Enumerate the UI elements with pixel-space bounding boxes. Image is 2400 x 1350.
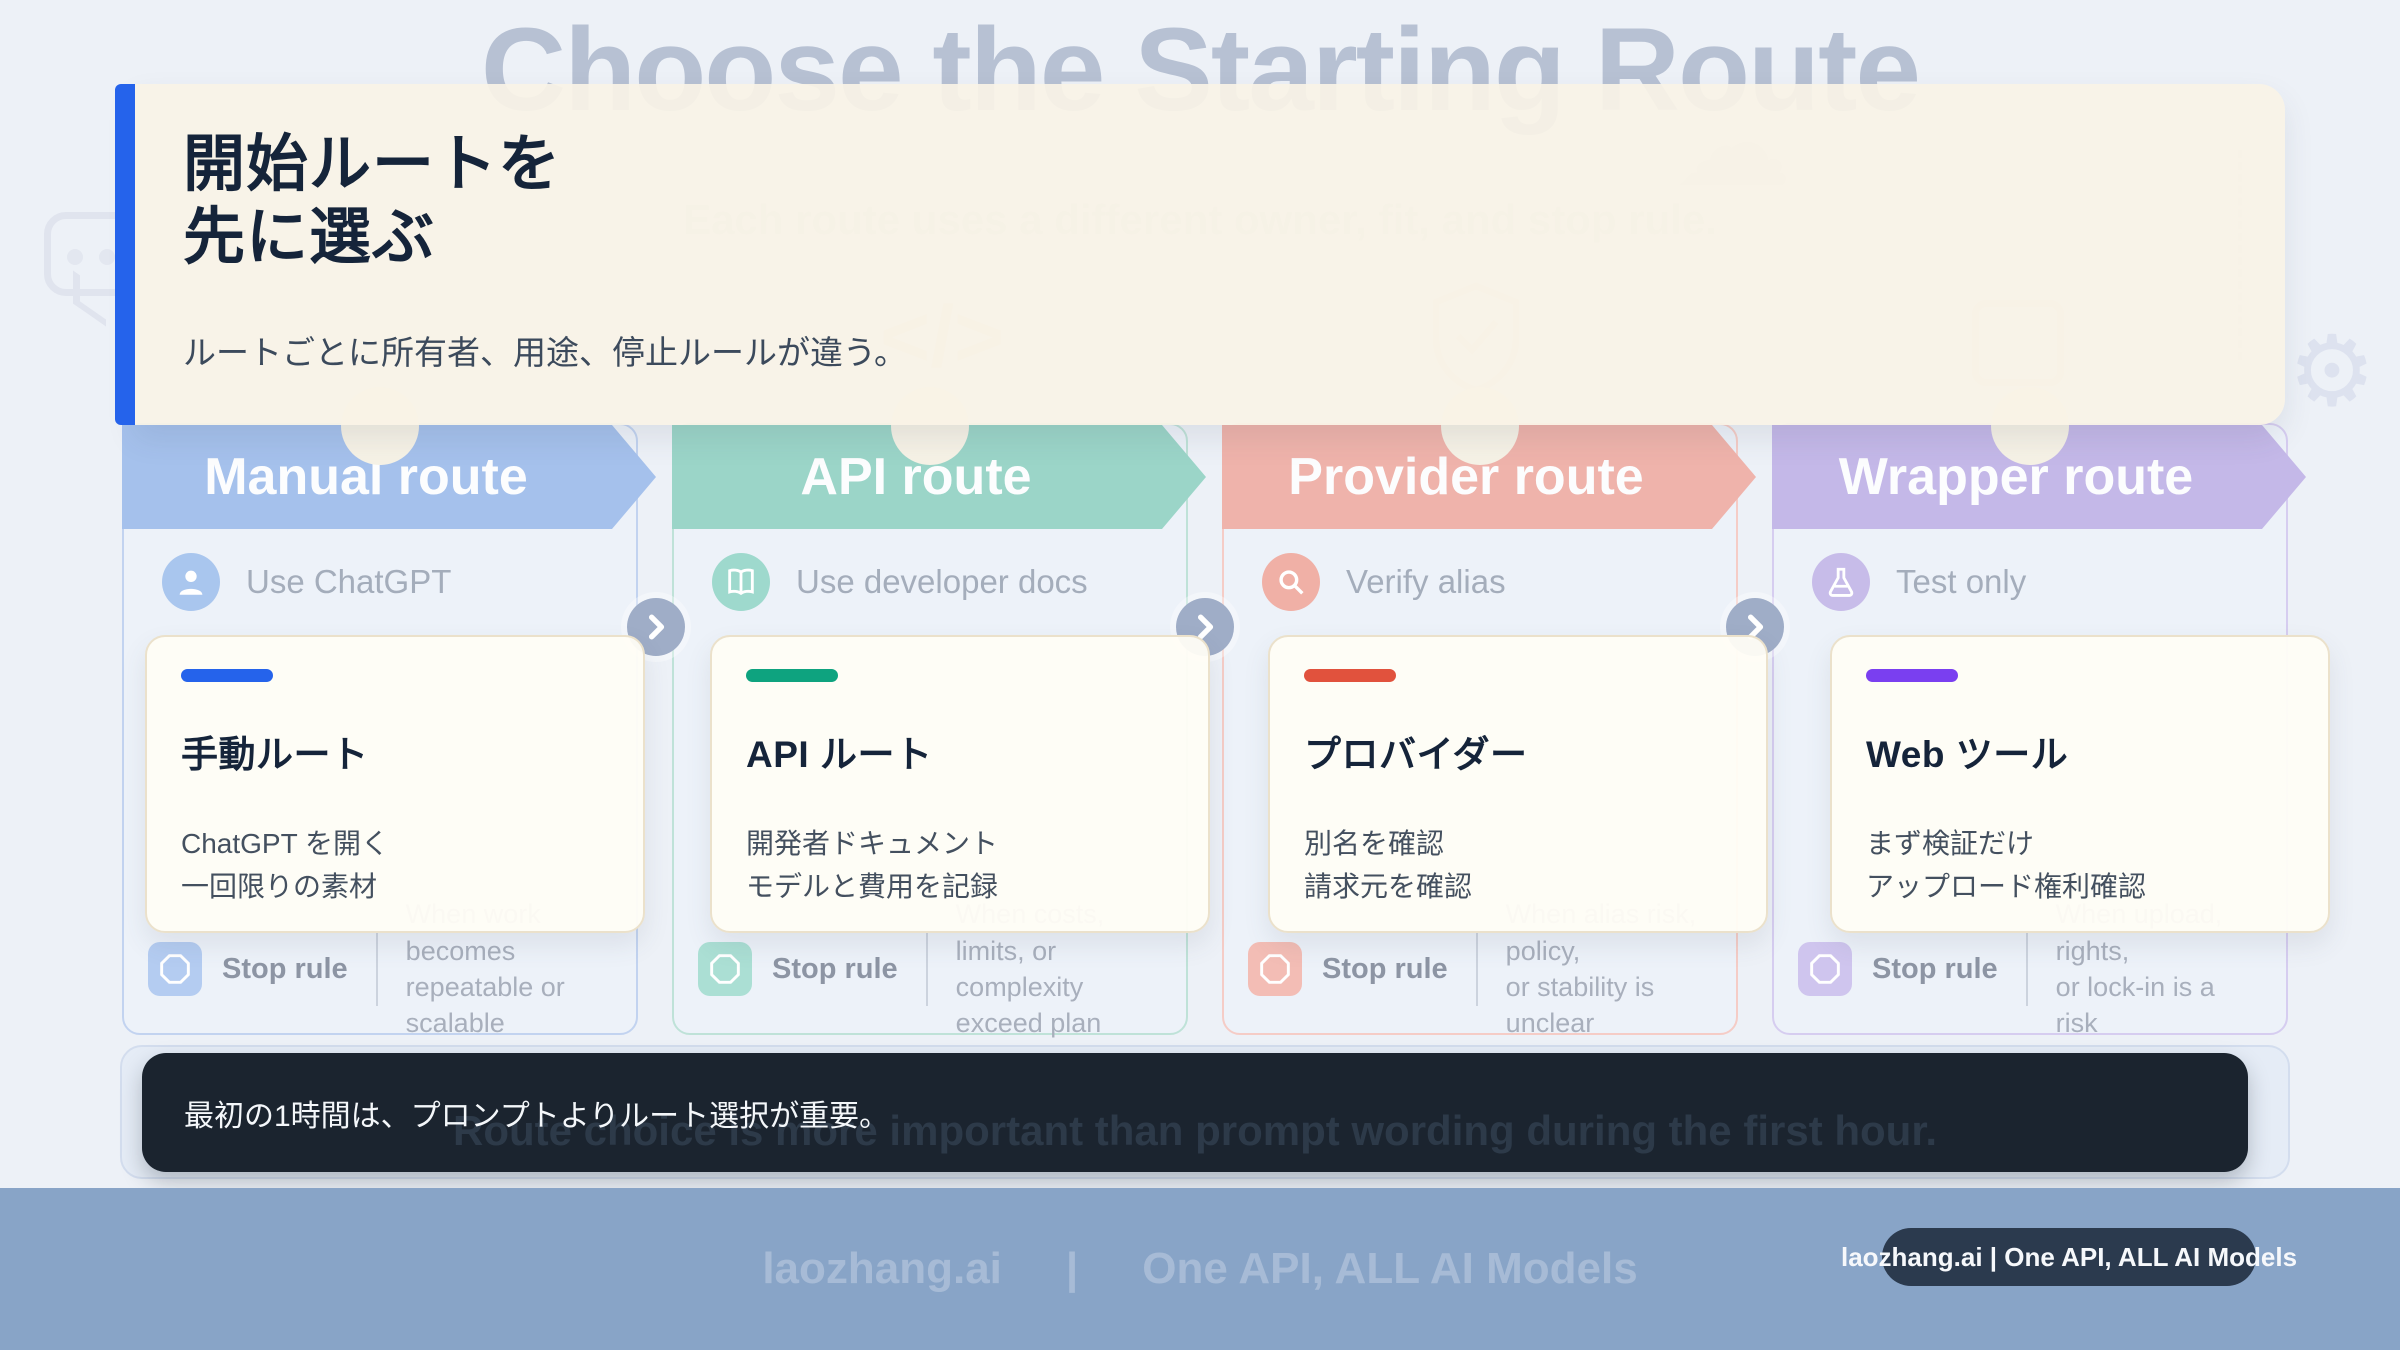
- book-icon: [712, 553, 770, 611]
- route-icon-label: Use ChatGPT: [246, 563, 452, 600]
- route-icon-label: Use developer docs: [796, 563, 1088, 600]
- card-body: 別名を確認 請求元を確認: [1304, 828, 1473, 903]
- card-title: Web ツール: [1866, 734, 2069, 775]
- stop-octagon-icon: [1798, 942, 1852, 996]
- card-body: まず検証だけ アップロード権利確認: [1866, 828, 2147, 903]
- stop-rule-label: Stop rule: [222, 952, 348, 985]
- stop-rule-label: Stop rule: [1872, 952, 1998, 985]
- stop-rule-row: Stop rule When alias risk, policy, or st…: [1242, 899, 1718, 1038]
- takeaway-text: 最初の1時間は、プロンプトよりルート選択が重要。: [184, 1099, 890, 1133]
- route-column-header: Provider route: [1222, 425, 1756, 529]
- stop-rule-label: Stop rule: [772, 952, 898, 985]
- route-icon-label: Verify alias: [1346, 563, 1506, 600]
- divider: [1475, 932, 1478, 1006]
- footer-tagline: One API, ALL AI Models: [1142, 1244, 1638, 1293]
- card-web-tools: Web ツール まず検証だけ アップロード権利確認: [1830, 635, 2330, 933]
- card-provider-route: プロバイダー 別名を確認 請求元を確認: [1268, 635, 1768, 933]
- magnifier-icon: [1262, 553, 1320, 611]
- card-accent-bar: [181, 669, 273, 682]
- card-accent-bar: [1866, 669, 1958, 682]
- footer-watermark: laozhang.ai | One API, ALL AI Models: [0, 1244, 2400, 1294]
- footer-brand: laozhang.ai: [762, 1244, 1002, 1293]
- footer-band: laozhang.ai | One API, ALL AI Models lao…: [0, 1188, 2400, 1350]
- hero-card: 開始ルートを 先に選ぶ ルートごとに所有者、用途、停止ルールが違う。: [135, 84, 2285, 425]
- card-body: ChatGPT を開く 一回限りの素材: [181, 828, 389, 903]
- stop-rule-row: Stop rule When costs, limits, or complex…: [692, 899, 1168, 1038]
- card-accent-bar: [1304, 669, 1396, 682]
- takeaway-callout-bar: Route choice is more important than prom…: [142, 1053, 2248, 1172]
- divider: [2025, 932, 2028, 1006]
- stop-rule-label: Stop rule: [1322, 952, 1448, 985]
- stop-rule-row: Stop rule When upload, rights, or lock-i…: [1792, 899, 2268, 1038]
- divider: [375, 932, 378, 1006]
- stop-rule-row: Stop rule When work becomes repeatable o…: [142, 899, 618, 1038]
- divider: [925, 932, 928, 1006]
- takeaway-ghost-text: Route choice is more important than prom…: [452, 1107, 1938, 1154]
- hero-subtitle: ルートごとに所有者、用途、停止ルールが違う。: [183, 334, 908, 372]
- card-title: API ルート: [746, 734, 933, 775]
- flask-icon: [1812, 553, 1870, 611]
- stop-octagon-icon: [698, 942, 752, 996]
- user-icon: [162, 553, 220, 611]
- stop-octagon-icon: [1248, 942, 1302, 996]
- card-body: 開発者ドキュメント モデルと費用を記録: [746, 828, 999, 903]
- card-title: 手動ルート: [181, 734, 369, 775]
- route-icon-label: Test only: [1896, 563, 2027, 600]
- bubble-dot: [99, 249, 115, 265]
- stop-octagon-icon: [148, 942, 202, 996]
- hero-title: 開始ルートを 先に選ぶ: [183, 130, 562, 273]
- bubble-dot: [67, 249, 83, 265]
- footer-separator: |: [1065, 1244, 1079, 1293]
- gear-icon: ⚙: [2288, 316, 2376, 426]
- card-manual-route: 手動ルート ChatGPT を開く 一回限りの素材: [145, 635, 645, 933]
- card-title: プロバイダー: [1304, 734, 1528, 775]
- brand-badge: laozhang.ai | One API, ALL AI Models: [1841, 1228, 2297, 1286]
- hero-accent-bar: [115, 84, 135, 425]
- card-accent-bar: [746, 669, 838, 682]
- card-api-route: API ルート 開発者ドキュメント モデルと費用を記録: [710, 635, 1210, 933]
